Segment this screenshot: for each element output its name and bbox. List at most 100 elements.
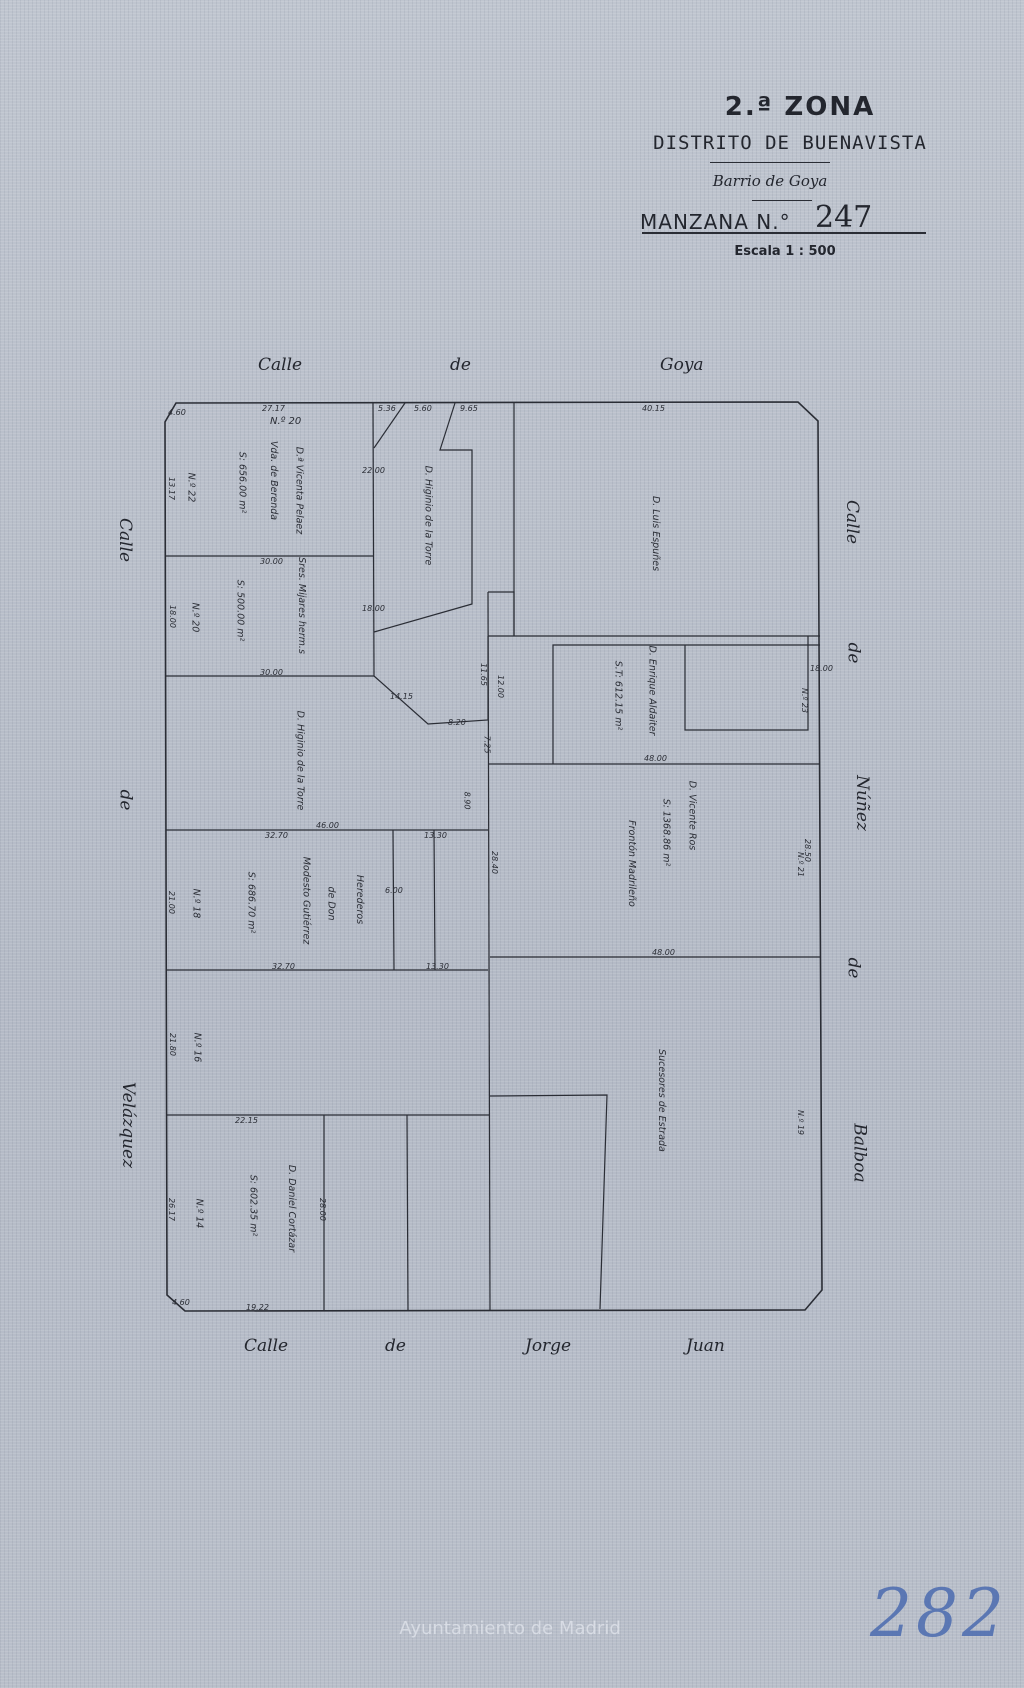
dim-30: 22.15 [235, 1116, 258, 1125]
parcel-n20-top-number: N.º 20 [270, 416, 302, 427]
manzana-label: MANZANA N.° [640, 210, 791, 234]
parcel-n22-line2: Vda. de Berenda [268, 440, 280, 521]
street-jorge-juan-1: Calle [244, 1336, 289, 1356]
dim-9: 30.00 [260, 668, 283, 677]
parcel-n20-number: N.º 20 [189, 602, 201, 633]
parcel-n23-owner: D. Enrique Aldaiter [646, 645, 658, 736]
dim-36: 4.60 [172, 1298, 190, 1307]
lot-higinio-lower [373, 636, 489, 725]
street-nunez-3: Núñez [851, 775, 872, 831]
dim-2: 5.36 [378, 404, 396, 413]
street-nunez-2: de [843, 642, 864, 664]
dim-25: 21.00 [166, 891, 176, 914]
dim-15: 12.00 [495, 675, 505, 698]
street-nunez-1: Calle [842, 499, 863, 545]
parcel-n18-owner-2: de Don [325, 886, 337, 921]
block-outline [164, 401, 823, 1312]
parcel-n18-area: S: 686.70 m² [245, 871, 257, 934]
dim-18: 48.00 [644, 754, 667, 763]
dim-6: 22.00 [362, 466, 385, 475]
parcel-n19-number: N.º 19 [796, 1109, 806, 1136]
parcel-n23-number: N.º 23 [800, 687, 810, 714]
lot-estrada-inner [489, 1094, 608, 1310]
parcel-higinio-1: D. Higinio de la Torre [422, 465, 434, 566]
parcel-n22-number: N.º 22 [185, 472, 197, 503]
parcel-n22-area: S: 656.00 m² [236, 451, 248, 514]
street-jorge-juan-4: Juan [686, 1336, 725, 1356]
parcel-n21-owner: D. Vicente Ros [686, 780, 698, 851]
lot-line-v374 [372, 402, 375, 677]
lot-higinio-diag [373, 402, 406, 449]
parcel-n20-area: S: 500.00 m² [234, 579, 246, 642]
parcel-n22-owner: D.ª Vicenta Pelaez [293, 446, 305, 535]
dim-3: 5.60 [414, 404, 432, 413]
dim-29: 21.80 [167, 1033, 177, 1056]
parcel-n14-owner: D. Daniel Cortázar [286, 1164, 298, 1253]
street-velazquez-3: Velázquez [118, 1081, 139, 1169]
parcel-n14-number: N.º 14 [193, 1198, 205, 1229]
zone-title: 2.ª ZONA [724, 92, 876, 122]
dim-22: 6.00 [385, 886, 403, 895]
parcel-n23-area: S.T: 612.15 m² [612, 660, 624, 731]
dim-8: 18.00 [362, 604, 385, 613]
street-nunez-5: Balboa [849, 1123, 870, 1183]
dim-23: 28.40 [489, 851, 499, 874]
scale-label: Escala 1 : 500 [734, 244, 836, 259]
parcel-n18-number: N.º 18 [190, 888, 202, 919]
dim-12: 14.15 [390, 692, 413, 701]
dim-4: 9.65 [460, 404, 478, 413]
parcel-n18-owner-3: Modesto Gutiérrez [300, 856, 312, 945]
lot-higinio-outline [373, 402, 473, 633]
manzana-number: 247 [815, 200, 873, 235]
dim-16: 7.25 [482, 735, 492, 754]
parcel-n18-owner-1: Herederos [354, 874, 366, 925]
lot-n23-tick [807, 636, 820, 646]
dim-19: 46.00 [316, 821, 339, 830]
dim-17: 18.00 [810, 664, 833, 673]
street-goya-2: de [450, 355, 471, 375]
lot-line-v393 [392, 829, 395, 971]
parcel-n16-number: N.º 16 [191, 1032, 203, 1063]
parcel-n21-extra: Frontón Madrileño [625, 820, 637, 907]
dim-32: 26.17 [166, 1198, 176, 1221]
handwritten-number: 282 [870, 1575, 1008, 1652]
lot-line-v407 [406, 1114, 409, 1312]
street-jorge-juan-3: Jorge [525, 1336, 572, 1356]
lot-line-v488 [487, 591, 491, 1312]
header-rule-3 [642, 232, 926, 234]
dim-34: 8.90 [462, 791, 472, 810]
street-velazquez-2: de [115, 789, 136, 811]
parcel-higinio-2: D. Higinio de la Torre [294, 710, 306, 811]
dim-13: 8.20 [448, 718, 466, 727]
dim-24: 28.50 [802, 839, 812, 862]
header-rule-1 [710, 162, 830, 163]
header-rule-2 [752, 200, 812, 201]
barrio-title: Barrio de Goya [712, 172, 828, 190]
street-nunez-4: de [843, 957, 864, 979]
dim-28: 48.00 [652, 948, 675, 957]
dim-31: 28.00 [317, 1198, 327, 1221]
dim-35: 4.60 [168, 408, 186, 417]
parcel-n19-owner: Sucesores de Estrada [655, 1049, 667, 1152]
watermark-text: Ayuntamiento de Madrid [399, 1618, 621, 1639]
dim-21: 13.30 [424, 831, 447, 840]
dim-7: 30.00 [260, 557, 283, 566]
dim-14: 11.65 [478, 663, 488, 686]
lot-line-v434 [433, 829, 436, 971]
lot-notch [488, 591, 515, 636]
parcel-n21-area: S: 1368.86 m² [660, 798, 672, 867]
parcel-n20-owner: Sres. Mijares herm.s [295, 557, 307, 654]
dim-20: 32.70 [265, 831, 288, 840]
lot-n23-outline [552, 644, 809, 764]
street-goya-3: Goya [660, 355, 704, 375]
parcel-luis-owner: D. Luis Espuñes [650, 495, 662, 572]
street-velazquez-1: Calle [115, 517, 136, 563]
dim-5: 40.15 [642, 404, 665, 413]
district-title: DISTRITO DE BUENAVISTA [653, 132, 927, 154]
street-jorge-juan-2: de [385, 1336, 406, 1356]
dim-33: 19.22 [246, 1303, 269, 1312]
dim-27: 13.30 [426, 962, 449, 971]
parcel-n14-area: S: 602.35 m² [247, 1174, 259, 1237]
dim-1: 27.17 [262, 404, 285, 413]
